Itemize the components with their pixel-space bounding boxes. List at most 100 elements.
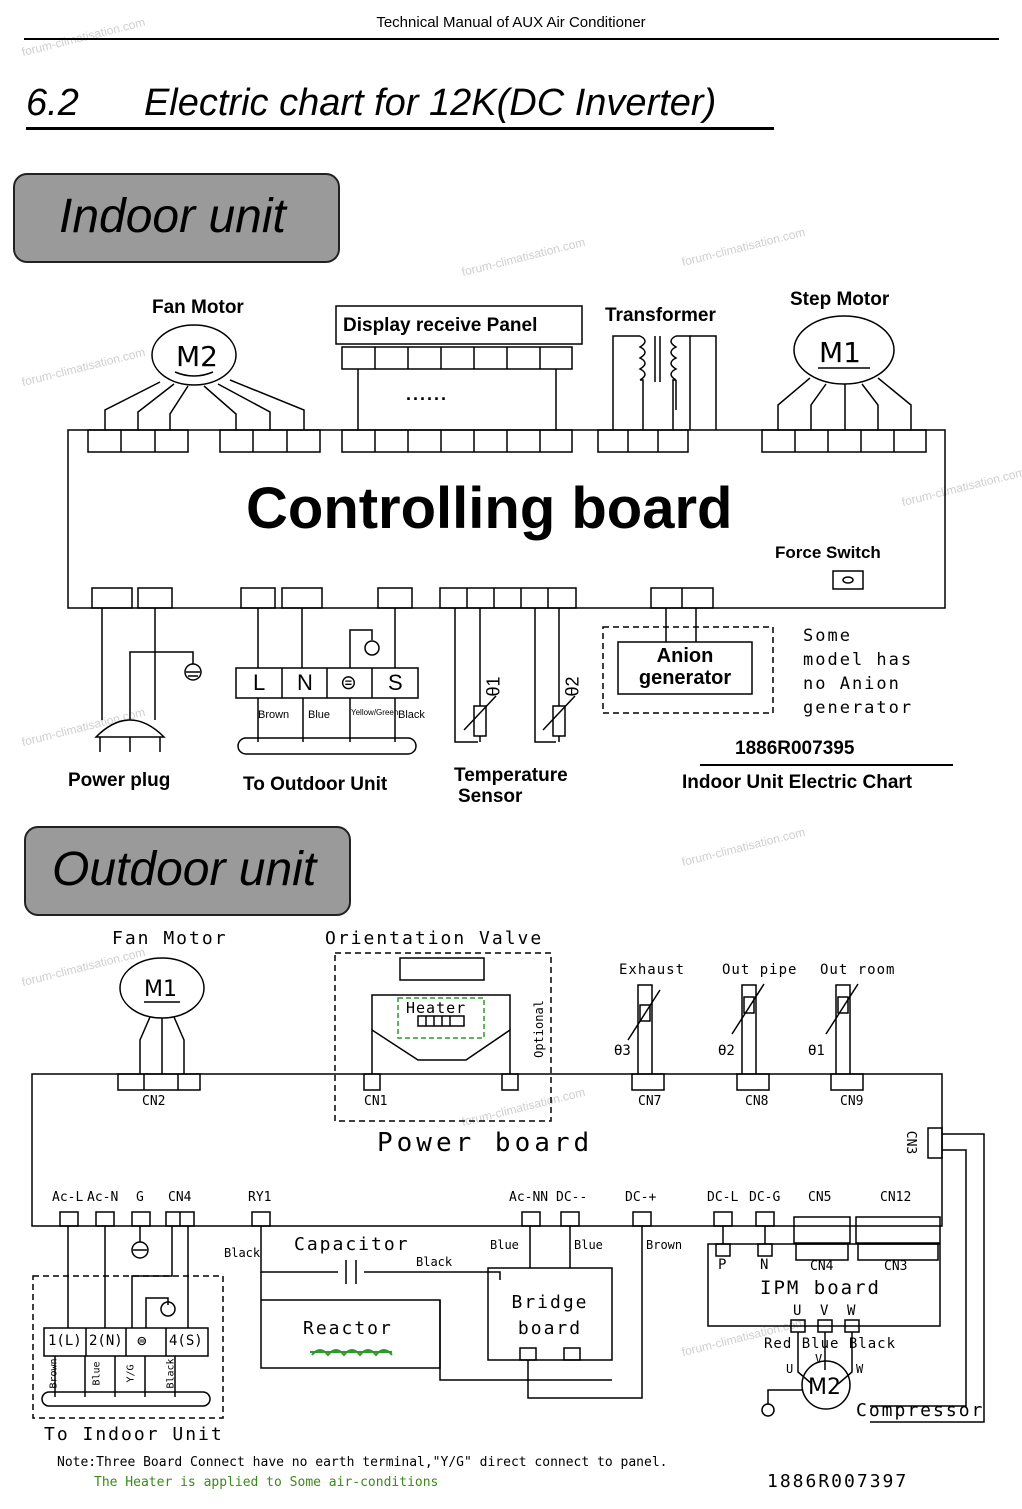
compressor-symbol: M2 <box>808 1375 841 1400</box>
outdoor-wire-brown: Brown <box>48 1358 60 1389</box>
compressor-label: Compressor <box>856 1400 985 1421</box>
anion-line-2: generator <box>638 667 732 689</box>
anion-note-4: generator <box>803 698 914 718</box>
display-panel-label: Display receive Panel <box>343 315 538 336</box>
compressor-u-label: U <box>786 1362 794 1376</box>
display-panel-dots: ...... <box>406 384 449 404</box>
ipm-n-label: N <box>760 1257 769 1273</box>
outdoor-wire-black: Black <box>165 1358 177 1389</box>
cn2-label: CN2 <box>142 1094 166 1109</box>
to-indoor-label: To Indoor Unit <box>44 1424 224 1445</box>
section-name: Electric chart for 12K(DC Inverter) <box>143 82 717 124</box>
theta2-outdoor-label: ϴ2 <box>718 1043 735 1059</box>
compressor-w-label: W <box>856 1362 864 1376</box>
outdoor-terminal-2n: 2(N) <box>89 1333 123 1349</box>
terminal-s: S <box>388 670 403 695</box>
outdoor-wire-yg: Y/G <box>125 1364 137 1383</box>
black-wire-label-2: Black <box>416 1255 453 1269</box>
optional-label: Optional <box>531 1000 546 1058</box>
outdoor-terminal-ground: ⊜ <box>137 1331 147 1350</box>
indoor-fan-motor-symbol: M2 <box>176 340 218 373</box>
cn8-label: CN8 <box>745 1094 769 1109</box>
section-number: 6.2 <box>26 82 79 124</box>
force-switch-label: Force Switch <box>775 543 881 562</box>
theta2-label: θ2 <box>562 676 583 697</box>
temperature-sensor-label: Temperature <box>454 765 568 786</box>
anion-note-1: Some <box>803 626 852 646</box>
outdoor-terminal-4s: 4(S) <box>169 1333 203 1349</box>
indoor-fan-motor-label: Fan Motor <box>152 297 244 318</box>
conn-ac-n: Ac-N <box>87 1190 119 1205</box>
ipm-w-label: W <box>847 1303 856 1319</box>
theta1-label: θ1 <box>483 676 504 697</box>
conn-g: G <box>136 1190 144 1205</box>
conn-cn5: CN5 <box>808 1190 832 1205</box>
anion-note-3: no Anion <box>803 674 901 694</box>
transformer-label: Transformer <box>605 305 716 326</box>
outdoor-terminal-1l: 1(L) <box>48 1333 82 1349</box>
conn-dc-l: DC-L <box>707 1190 739 1205</box>
ipm-v-label: V <box>820 1303 829 1319</box>
anion-note-2: model has <box>803 650 914 670</box>
terminal-l: L <box>253 670 266 695</box>
temperature-sensor-label-2: Sensor <box>458 786 523 807</box>
conn-dc-g: DC-G <box>749 1190 781 1205</box>
controlling-board-label: Controlling board <box>246 476 733 541</box>
phase-color-labels: Red Blue Black <box>764 1336 897 1352</box>
brown-wire-label: Brown <box>646 1238 683 1252</box>
theta1-outdoor-label: ϴ1 <box>808 1043 825 1059</box>
black-wire-label-1: Black <box>224 1246 261 1260</box>
indoor-unit-title: Indoor unit <box>59 190 286 243</box>
capacitor-label: Capacitor <box>294 1234 410 1255</box>
orientation-valve-label: Orientation Valve <box>325 928 544 949</box>
cn1-label: CN1 <box>364 1094 388 1109</box>
ipm-board-label: IPM board <box>760 1277 881 1299</box>
conn-cn4: CN4 <box>168 1190 192 1205</box>
ipm-cn3-label: CN3 <box>884 1259 908 1274</box>
cn9-label: CN9 <box>840 1094 864 1109</box>
conn-ac-l: Ac-L <box>52 1190 84 1205</box>
section-title: 6.2 Electric chart for 12K(DC Inverter) <box>26 82 716 125</box>
terminal-ground: ⊜ <box>340 672 357 694</box>
outdoor-unit-banner: Outdoor unit <box>24 826 351 916</box>
blue-wire-label-2: Blue <box>574 1238 603 1252</box>
anion-line-1: Anion <box>656 645 714 667</box>
cn7-label: CN7 <box>638 1094 662 1109</box>
outdoor-chart-code: 1886R007397 <box>767 1471 909 1492</box>
outdoor-fan-motor-label: Fan Motor <box>112 928 228 949</box>
exhaust-label: Exhaust <box>619 962 686 978</box>
wire-color-yellow-green: Yellow/Green <box>351 708 399 717</box>
power-board-label: Power board <box>377 1128 594 1158</box>
outdoor-note: Note:Three Board Connect have no earth t… <box>57 1455 668 1470</box>
out-pipe-label: Out pipe <box>722 962 798 978</box>
wire-color-black: Black <box>398 709 425 721</box>
manual-header: Technical Manual of AUX Air Conditioner <box>376 14 646 31</box>
anion-generator-label: Anion generator <box>618 645 752 689</box>
conn-ac-nn: Ac-NN <box>509 1190 549 1205</box>
anion-note: Some model has no Anion generator <box>803 624 913 720</box>
to-outdoor-label: To Outdoor Unit <box>243 774 388 795</box>
bridge-line-2: board <box>517 1318 583 1339</box>
wire-color-brown: Brown <box>258 709 290 721</box>
compressor-v-label: V <box>815 1352 823 1366</box>
bridge-line-1: Bridge <box>511 1292 589 1313</box>
ipm-p-label: P <box>718 1257 727 1273</box>
conn-dc-minus: DC-- <box>556 1190 588 1205</box>
indoor-chart-code: 1886R007395 <box>735 738 855 759</box>
indoor-chart-name: Indoor Unit Electric Chart <box>682 772 913 793</box>
conn-dc-plus: DC-+ <box>625 1190 657 1205</box>
outdoor-fan-motor-symbol: M1 <box>144 977 177 1002</box>
bridge-board-label: Bridge board <box>494 1290 606 1342</box>
conn-cn12: CN12 <box>880 1190 912 1205</box>
reactor-label: Reactor <box>303 1318 393 1339</box>
ipm-cn4-label: CN4 <box>810 1259 834 1274</box>
section-underline <box>26 127 774 130</box>
cn3-side-label: CN3 <box>903 1130 919 1155</box>
heater-note: The Heater is applied to Some air-condit… <box>94 1475 439 1490</box>
out-room-label: Out room <box>820 962 896 978</box>
theta3-label: ϴ3 <box>614 1043 631 1059</box>
blue-wire-label-1: Blue <box>490 1238 519 1252</box>
wire-color-blue: Blue <box>308 709 331 721</box>
outdoor-unit-title: Outdoor unit <box>52 843 317 896</box>
